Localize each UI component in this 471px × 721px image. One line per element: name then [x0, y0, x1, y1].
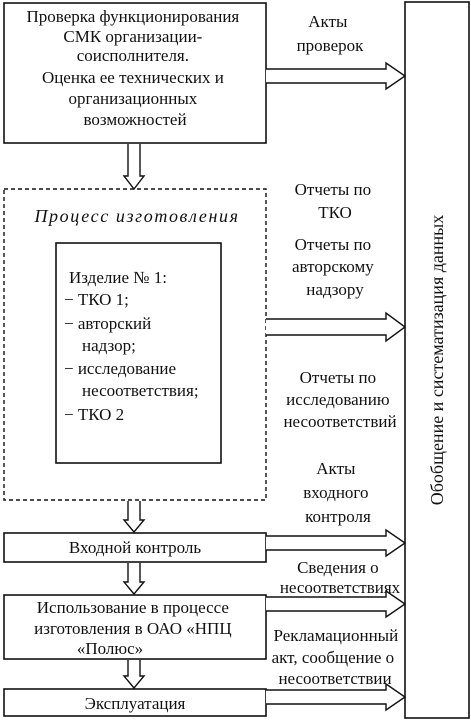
- tko-reports-label: Отчеты по ТКО: [295, 180, 376, 222]
- process-box: [3, 188, 267, 501]
- incoming-acts-label: Акты входного контроля: [303, 459, 372, 526]
- nonconformity-reports-label: Отчеты по исследованию несоответствий: [283, 368, 396, 431]
- label-line: авторскому: [292, 257, 374, 276]
- product-line: Изделие № 1:: [69, 268, 167, 287]
- label-line: несоответствии: [278, 669, 391, 688]
- supervision-reports-label: Отчеты по авторскому надзору: [292, 235, 378, 299]
- right-arrow: [266, 589, 407, 619]
- label-line: несоответствий: [283, 412, 396, 431]
- down-arrow: [122, 563, 146, 596]
- label-line: Отчеты по: [295, 235, 372, 254]
- usage-line: изготовления в ОАО «НПЦ: [34, 619, 231, 638]
- right-arrow: [266, 528, 407, 558]
- label-line: акт, сообщение о: [272, 648, 395, 667]
- label-line: входного: [303, 483, 368, 502]
- down-arrow: [122, 144, 146, 191]
- product-line: − авторский: [64, 314, 151, 333]
- label-line: надзору: [306, 280, 364, 299]
- usage-box: [3, 594, 267, 660]
- process-title: Процесс изготовления: [33, 206, 239, 226]
- operation-label: Эксплуатация: [85, 694, 186, 713]
- label-line: исследованию: [286, 390, 390, 409]
- verification-line: соисполнителя.: [77, 46, 189, 65]
- verification-text: Проверка функционирования СМК организаци…: [27, 7, 244, 129]
- summary-label: Обобщение и систематизация данных: [427, 215, 447, 505]
- label-line: Акты: [308, 12, 348, 31]
- right-arrow: [266, 61, 407, 91]
- nonconformity-info-label: Сведения о несоответствиях: [280, 558, 401, 597]
- verification-line: организационных: [68, 89, 197, 108]
- product-line: − ТКО 1;: [64, 290, 129, 309]
- right-arrow: [266, 682, 407, 712]
- incoming-control-label: Входной контроль: [69, 538, 201, 557]
- verification-line: Оценка ее технических и: [42, 68, 224, 87]
- label-line: Отчеты по: [295, 180, 372, 199]
- usage-line: «Полюс»: [77, 639, 143, 658]
- product-line: − ТКО 2: [64, 405, 124, 424]
- verification-line: Проверка функционирования: [27, 7, 240, 26]
- product-line: несоответствия;: [82, 381, 199, 400]
- down-arrow: [122, 501, 146, 534]
- usage-text: Использование в процессе изготовления в …: [34, 598, 236, 658]
- product-line: − исследование: [64, 359, 176, 378]
- label-line: ТКО: [318, 203, 352, 222]
- inspection-acts-label: Акты проверок: [297, 12, 365, 55]
- usage-line: Использование в процессе: [37, 598, 229, 617]
- product-line: надзор;: [82, 336, 136, 355]
- label-line: проверок: [297, 36, 365, 55]
- verification-line: возможностей: [83, 110, 186, 129]
- label-line: Сведения о: [297, 558, 379, 577]
- label-line: Акты: [316, 459, 356, 478]
- product-text: Изделие № 1: − ТКО 1; − авторский надзор…: [64, 268, 203, 424]
- right-arrow: [266, 311, 407, 343]
- claim-act-label: Рекламационный акт, сообщение о несоотве…: [272, 626, 403, 688]
- label-line: контроля: [305, 507, 371, 526]
- verification-line: СМК организации-: [63, 27, 202, 46]
- label-line: Отчеты по: [300, 368, 377, 387]
- label-line: Рекламационный: [274, 626, 399, 645]
- product-box: [55, 242, 222, 464]
- label-line: несоответствиях: [280, 578, 401, 597]
- down-arrow: [122, 660, 146, 690]
- summary-box: [404, 1, 470, 719]
